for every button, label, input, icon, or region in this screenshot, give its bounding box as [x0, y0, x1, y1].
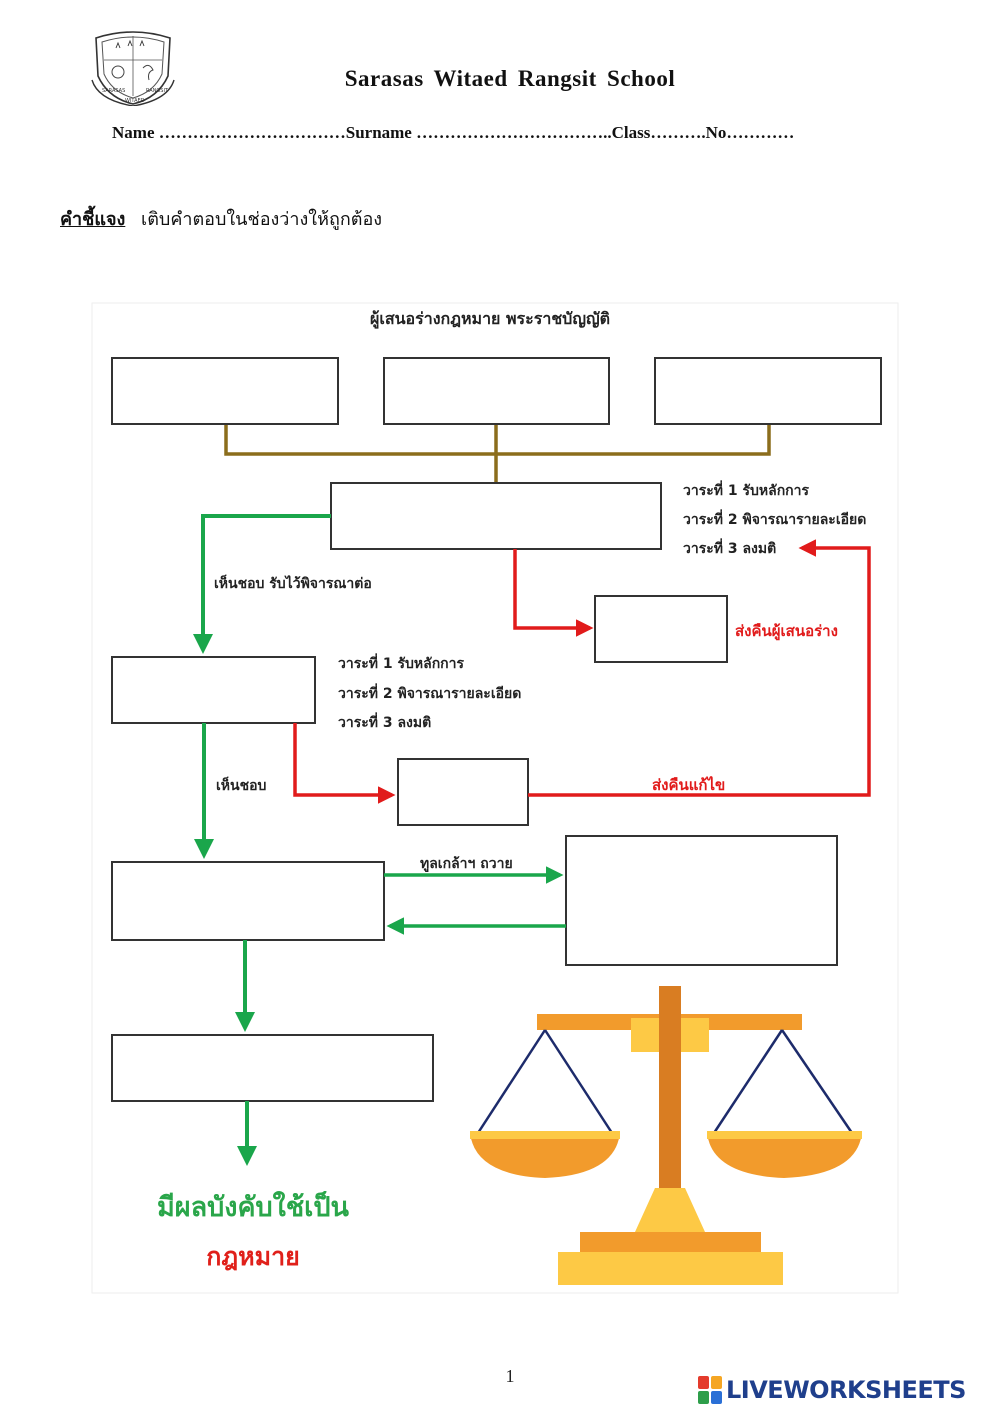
- label-present: ทูลเกล้าฯ ถวาย: [420, 856, 513, 872]
- instruction: คำชี้แจง เติบคำตอบในช่องว่างให้ถูกต้อง: [60, 204, 382, 233]
- brand-name: LIVEWORKSHEETS: [726, 1376, 966, 1404]
- arrow-return-proposer: [513, 549, 594, 637]
- proposer-connector: [224, 424, 771, 484]
- instruction-text: เติบคำตอบในช่องว่างให้ถูกต้อง: [141, 209, 383, 230]
- school-title: Sarasas Witaed Rangsit School: [344, 66, 676, 91]
- stage-upper-1: วาระที่ 1 รับหลักการ: [683, 480, 810, 499]
- stage-list-lower: วาระที่ 1 รับหลักการ วาระที่ 2 พิจารณารา…: [338, 653, 526, 731]
- answer-box-second-chamber[interactable]: [111, 656, 316, 724]
- answer-box-monarch[interactable]: [565, 835, 838, 966]
- answer-box-first-chamber[interactable]: [330, 482, 662, 550]
- answer-box-proposer-2[interactable]: [383, 357, 610, 425]
- answer-box-returned[interactable]: [594, 595, 728, 663]
- crest-text-1: SARASAS: [102, 88, 125, 94]
- liveworksheets-logo-icon: [698, 1376, 722, 1404]
- stage-list-upper: วาระที่ 1 รับหลักการ วาระที่ 2 พิจารณารา…: [683, 480, 871, 557]
- label-approve: เห็นชอบ: [216, 776, 266, 794]
- answer-box-amend[interactable]: [397, 758, 529, 826]
- stage-lower-1: วาระที่ 1 รับหลักการ: [338, 653, 465, 672]
- answer-box-proposer-3[interactable]: [654, 357, 882, 425]
- stage-lower-3: วาระที่ 3 ลงมติ: [338, 712, 431, 731]
- label-return-amend: ส่งคืนแก้ไข: [652, 775, 725, 794]
- diagram-frame: [91, 302, 899, 1294]
- school-crest-logo: SARASAS WITAED RANGSIT: [91, 31, 175, 106]
- result-text-line1: มีผลบังคับใช้เป็น: [157, 1189, 350, 1223]
- page-number: 1: [505, 1366, 515, 1386]
- crest-text-3: RANGSIT: [146, 88, 169, 94]
- arrow-to-amend-box: [293, 723, 396, 804]
- arrow-approve-continue: [193, 514, 331, 654]
- stage-upper-3: วาระที่ 3 ลงมติ: [683, 538, 776, 557]
- arrow-return-amend: [528, 539, 871, 797]
- liveworksheets-brand: LIVEWORKSHEETS: [698, 1376, 966, 1404]
- instruction-label: คำชี้แจง: [60, 209, 126, 230]
- answer-box-proposer-1[interactable]: [111, 357, 339, 425]
- label-return-proposer: ส่งคืนผู้เสนอร่าง: [735, 622, 838, 641]
- law-process-diagram: ผู้เสนอร่างกฎหมาย พระราชบัญญัติ วาระที่ …: [91, 302, 899, 1294]
- stage-lower-2: วาระที่ 2 พิจารณารายละเอียด: [338, 683, 521, 702]
- answer-box-presenter[interactable]: [111, 861, 385, 941]
- label-approve-continue: เห็นชอบ รับไว้พิจารณาต่อ: [214, 574, 372, 592]
- diagram-heading: ผู้เสนอร่างกฎหมาย พระราชบัญญัติ: [370, 309, 610, 330]
- student-info-line: Name ……………………………Surname ……………………………..Cla…: [112, 123, 795, 142]
- answer-box-final[interactable]: [111, 1034, 434, 1102]
- crest-text-2: WITAED: [125, 98, 145, 104]
- stage-upper-2: วาระที่ 2 พิจารณารายละเอียด: [683, 509, 866, 528]
- scales-of-justice-icon: [470, 986, 862, 1285]
- result-text-line2: กฎหมาย: [206, 1242, 300, 1271]
